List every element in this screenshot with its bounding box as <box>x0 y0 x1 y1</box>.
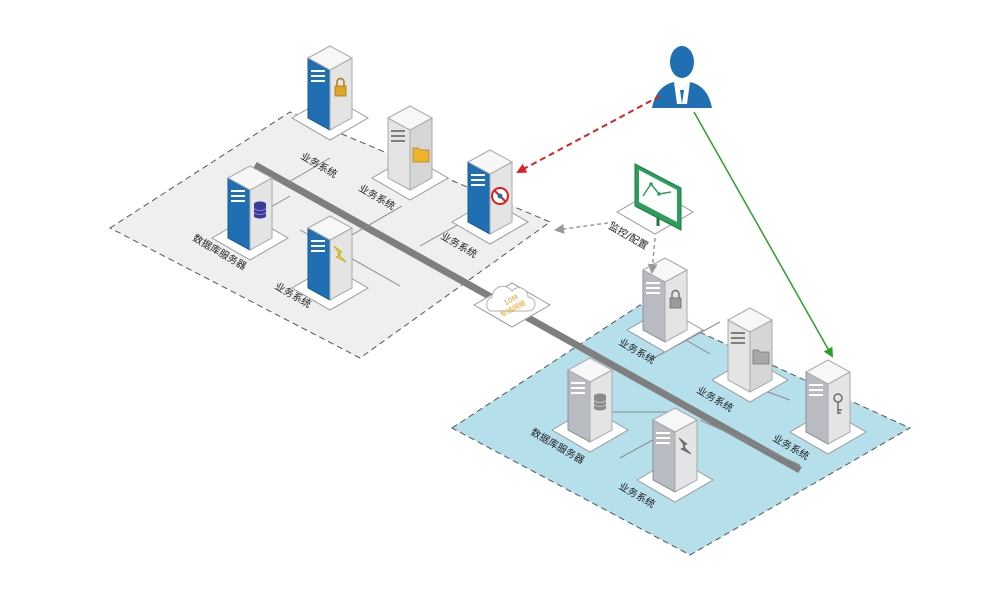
server-right-key <box>789 359 867 455</box>
monitor-down-arrow <box>647 237 658 274</box>
key-icon <box>833 393 843 414</box>
server-right-top <box>626 257 704 353</box>
lightning-icon <box>678 437 692 455</box>
user-node <box>652 46 712 108</box>
cloud-icon <box>486 285 536 312</box>
blocked-icon <box>491 187 509 205</box>
folder-icon <box>412 147 430 163</box>
server-right-db <box>551 357 629 453</box>
attack-arrow <box>516 95 661 173</box>
server-left-bottom <box>291 215 369 311</box>
server-left-mid <box>371 105 449 201</box>
server-left-right <box>451 149 529 245</box>
database-icon <box>253 201 267 219</box>
monitor-left-arrow <box>554 221 616 234</box>
monitor-chart-icon <box>634 163 682 231</box>
server-right-mid <box>711 307 789 403</box>
monitor-node <box>616 163 694 235</box>
user-icon <box>652 46 712 108</box>
folder-icon <box>752 349 770 365</box>
server-right-bottom <box>636 407 714 503</box>
access-arrow <box>693 111 833 358</box>
padlock-icon <box>669 289 682 309</box>
cloud-node: 10M 专线网络 <box>473 282 551 328</box>
server-left-db <box>211 165 289 261</box>
lightning-icon <box>333 245 347 263</box>
database-icon <box>593 393 607 411</box>
padlock-icon <box>334 77 347 97</box>
server-left-top <box>291 45 369 141</box>
